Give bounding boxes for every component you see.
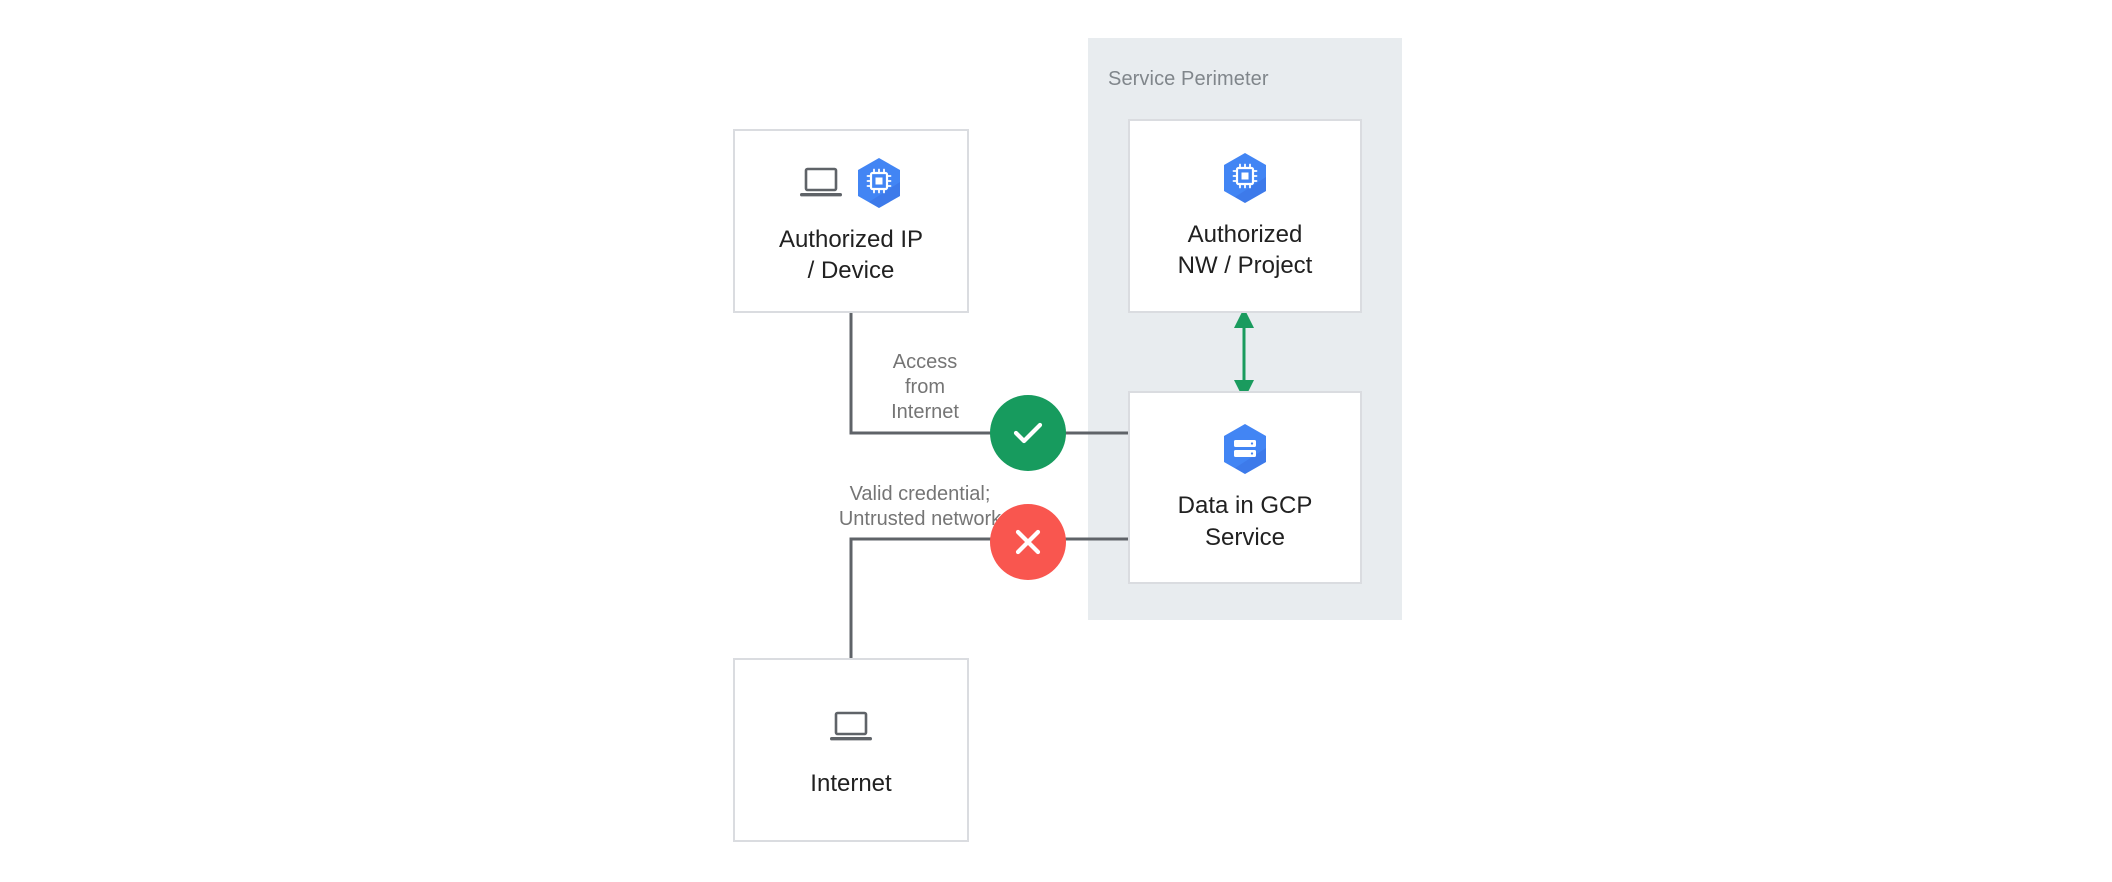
- node-icon-row: [1221, 151, 1269, 205]
- close-icon: [1015, 529, 1041, 555]
- status-badge-denied: [990, 504, 1066, 580]
- edge-label-access-from-internet: Access from Internet: [891, 351, 959, 423]
- node-icon-row: [799, 156, 903, 210]
- node-label-data-in-gcp-service: Data in GCP Service: [1177, 492, 1313, 551]
- laptop-icon: [830, 712, 872, 741]
- service-perimeter-label: Service Perimeter: [1108, 68, 1269, 90]
- laptop-icon: [800, 167, 842, 197]
- wire-denied-left: [849, 537, 1000, 658]
- node-authorized-ip-device[interactable]: Authorized IP / Device: [733, 129, 969, 313]
- node-label-authorized-ip-device: Authorized IP / Device: [778, 225, 924, 284]
- node-internet[interactable]: Internet: [733, 658, 969, 842]
- edge-label-valid-credential-untrusted-network: Valid credential; Untrusted network: [838, 483, 1002, 530]
- gcp-storage-hexagon-icon: [1224, 424, 1266, 475]
- gcp-compute-hexagon-icon: [1224, 152, 1266, 203]
- node-icon-row: [1221, 422, 1269, 476]
- check-icon: [1013, 422, 1043, 444]
- node-authorized-nw-project[interactable]: Authorized NW / Project: [1128, 119, 1362, 313]
- node-data-in-gcp-service[interactable]: Data in GCP Service: [1128, 391, 1362, 584]
- node-label-authorized-nw-project: Authorized NW / Project: [1177, 220, 1313, 279]
- gcp-compute-hexagon-icon: [858, 157, 900, 208]
- status-badge-allowed: [990, 395, 1066, 471]
- node-label-internet: Internet: [810, 770, 892, 798]
- node-icon-row: [829, 700, 873, 754]
